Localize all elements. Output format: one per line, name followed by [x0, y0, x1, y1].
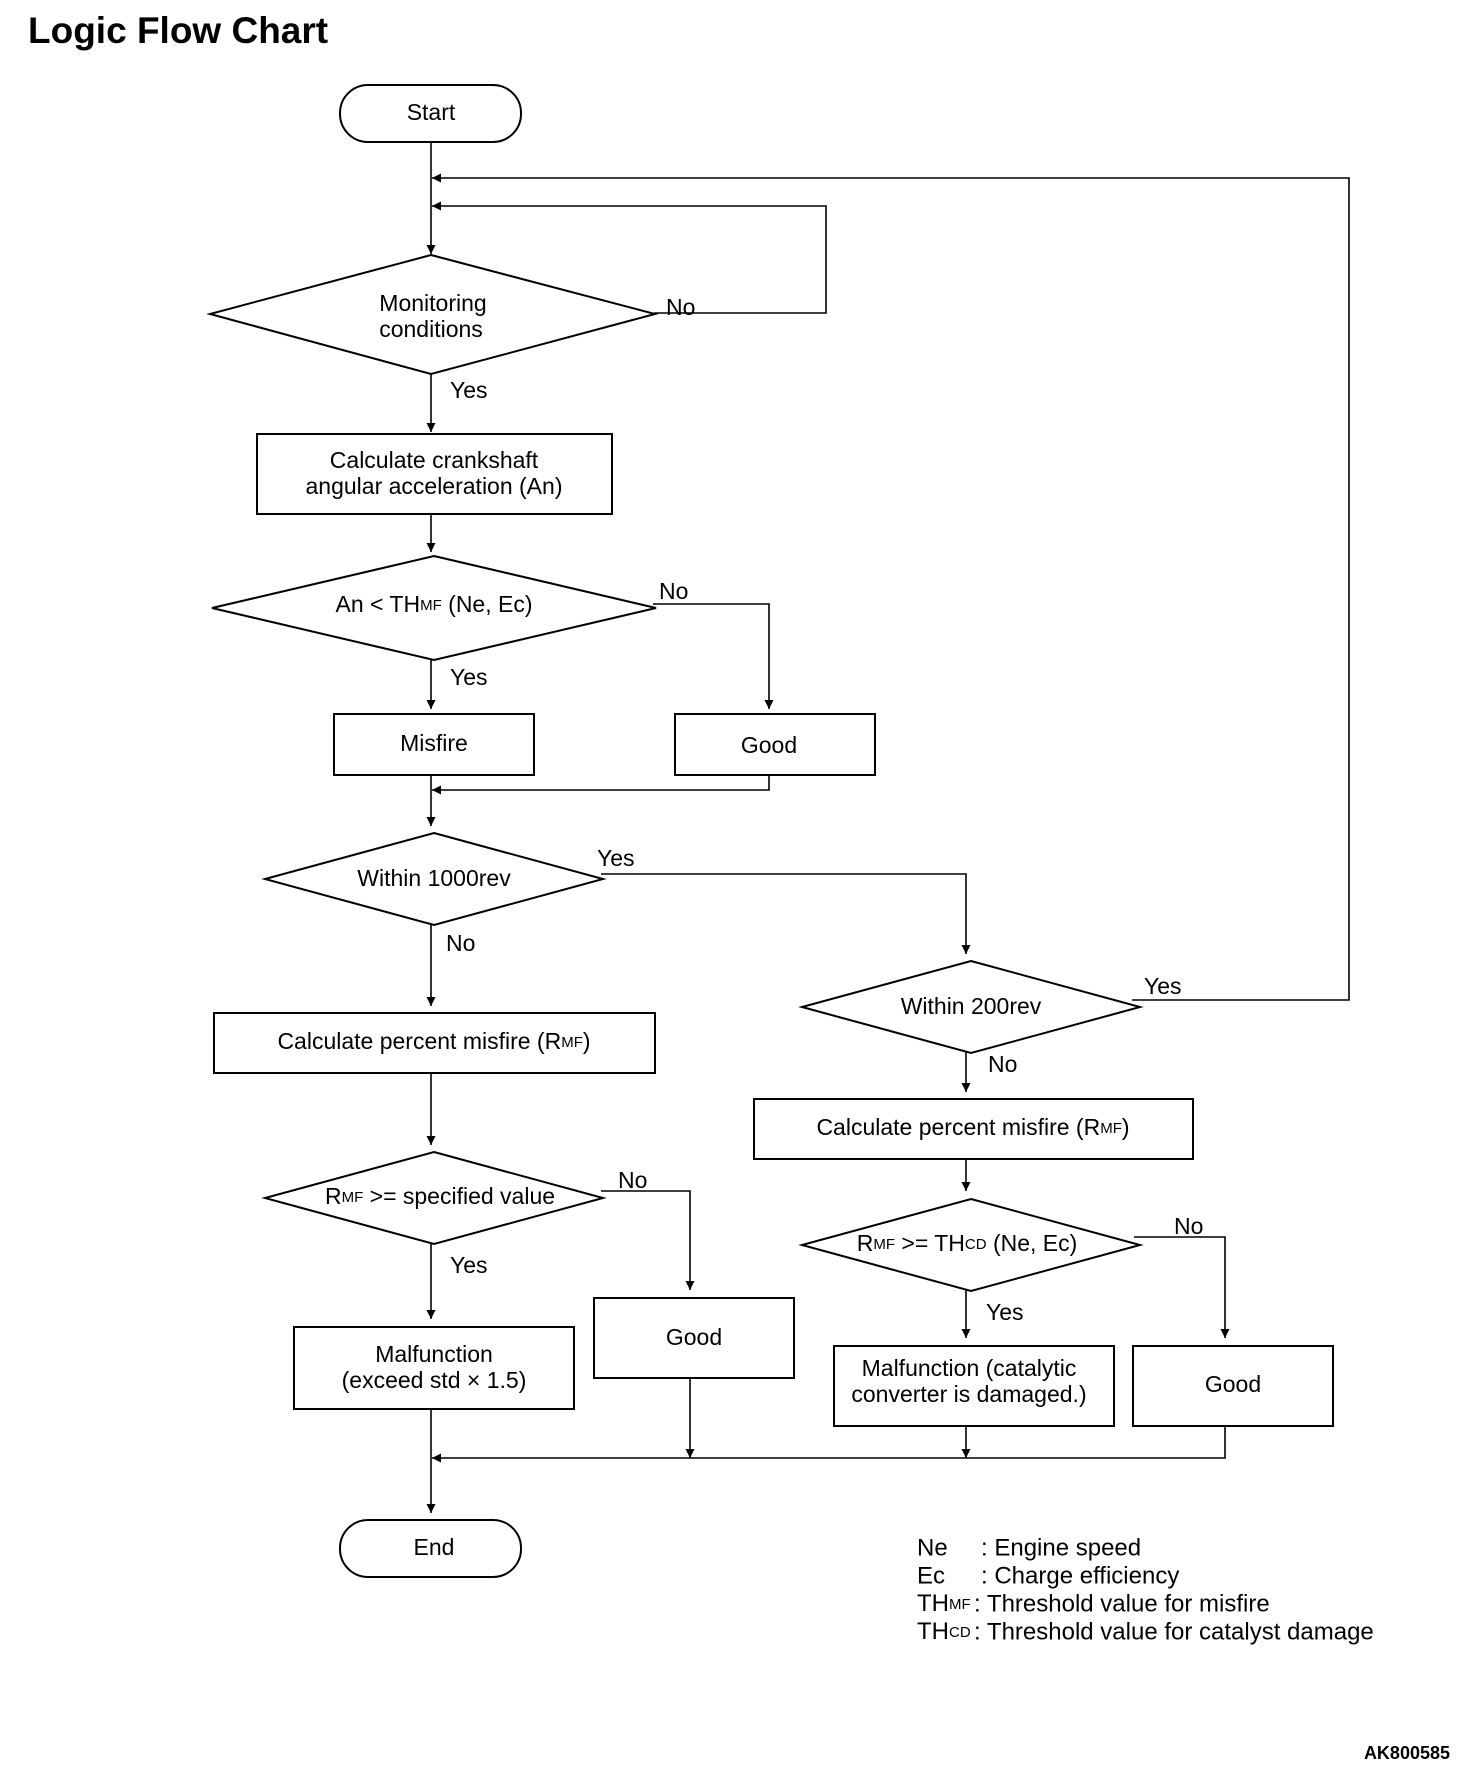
legend-abbr-thcd: THCD — [917, 1618, 971, 1645]
edge-within200-yes-loop — [432, 173, 1350, 1001]
within1000-yes-label: Yes — [597, 845, 635, 871]
an-yes-label: Yes — [450, 664, 488, 690]
start-label: Start — [407, 99, 456, 125]
malfunction-2-line1: Malfunction (catalytic — [862, 1355, 1077, 1381]
thcd-no-label: No — [1174, 1213, 1203, 1239]
misfire-label: Misfire — [400, 730, 468, 756]
legend: Ne : Engine speed Ec : Charge efficiency… — [917, 1534, 1374, 1645]
thcd-label: RMF >= THCD (Ne, Ec) — [857, 1230, 1078, 1256]
calc-accel-line2: angular acceleration (An) — [306, 473, 563, 499]
calc-accel-process: Calculate crankshaft angular acceleratio… — [256, 433, 613, 515]
malfunction-1-line1: Malfunction — [375, 1341, 493, 1367]
within-1000-decision: Within 1000rev — [261, 831, 607, 927]
legend-text-thcd: : Threshold value for catalyst damage — [974, 1618, 1374, 1645]
malfunction-process-2: Malfunction (catalytic converter is dama… — [833, 1345, 1115, 1427]
malfunction-2-line2: converter is damaged.) — [851, 1381, 1086, 1407]
monitoring-no-label: No — [666, 294, 695, 320]
calc-percent-right-process: Calculate percent misfire (RMF) — [753, 1098, 1194, 1160]
edge-an-no — [653, 603, 774, 709]
good-process-2: Good — [593, 1297, 795, 1379]
edge-merge-bus — [432, 1418, 1226, 1463]
thcd-yes-label: Yes — [986, 1299, 1024, 1325]
legend-abbr-ne: Ne — [917, 1534, 948, 1561]
start-node: Start — [339, 84, 522, 143]
edge-within1000-yes — [601, 873, 971, 954]
monitoring-yes-label: Yes — [450, 377, 488, 403]
within-200-label: Within 200rev — [901, 993, 1042, 1019]
edge-labels: No Yes No Yes Yes No Yes No No Yes No Ye… — [446, 294, 1203, 1325]
good-process-3: Good — [1132, 1345, 1334, 1427]
calc-percent-left-process: Calculate percent misfire (RMF) — [213, 1012, 656, 1074]
legend-abbr-thmf: THMF — [917, 1590, 971, 1617]
figure-id: AK800585 — [1363, 1743, 1450, 1763]
within200-no-label: No — [988, 1051, 1017, 1077]
page-title: Logic Flow Chart — [28, 10, 329, 51]
calc-percent-right-label: Calculate percent misfire (RMF) — [816, 1114, 1129, 1140]
an-threshold-decision: An < THMF (Ne, Ec) — [211, 554, 657, 662]
monitoring-decision: Monitoring conditions — [206, 253, 659, 376]
end-node: End — [339, 1519, 522, 1578]
within200-yes-label: Yes — [1144, 973, 1182, 999]
specified-value-label: RMF >= specified value — [325, 1183, 555, 1209]
good-label-2: Good — [666, 1324, 722, 1350]
legend-text-ne: : Engine speed — [981, 1534, 1141, 1561]
monitoring-label-line2: conditions — [379, 316, 483, 342]
an-threshold-label: An < THMF (Ne, Ec) — [336, 591, 533, 617]
spec-yes-label: Yes — [450, 1252, 488, 1278]
edge-spec-no — [601, 1190, 695, 1290]
connectors — [426, 142, 1350, 1513]
within-200-decision: Within 200rev — [798, 959, 1144, 1055]
end-label: End — [414, 1534, 455, 1560]
good-label-1: Good — [741, 732, 797, 758]
malfunction-1-line2: (exceed std × 1.5) — [342, 1367, 527, 1393]
good-process-1: Good — [674, 713, 876, 776]
calc-percent-left-label: Calculate percent misfire (RMF) — [277, 1028, 590, 1054]
legend-text-ec: : Charge efficiency — [981, 1562, 1179, 1589]
specified-value-decision: RMF >= specified value — [261, 1150, 607, 1246]
within-1000-label: Within 1000rev — [357, 865, 511, 891]
edge-monitoring-no-loop — [432, 201, 827, 314]
edge-thcd-no — [1134, 1236, 1230, 1338]
legend-abbr-ec: Ec — [917, 1562, 945, 1589]
malfunction-process-1: Malfunction (exceed std × 1.5) — [293, 1326, 575, 1410]
thcd-decision: RMF >= THCD (Ne, Ec) — [798, 1197, 1144, 1293]
calc-accel-line1: Calculate crankshaft — [330, 447, 539, 473]
legend-text-thmf: : Threshold value for misfire — [974, 1590, 1270, 1617]
good-label-3: Good — [1205, 1371, 1261, 1397]
monitoring-label-line1: Monitoring — [379, 290, 486, 316]
spec-no-label: No — [618, 1167, 647, 1193]
edge-good1-merge — [432, 771, 770, 795]
misfire-process: Misfire — [333, 713, 535, 776]
an-no-label: No — [659, 578, 688, 604]
within1000-no-label: No — [446, 930, 475, 956]
